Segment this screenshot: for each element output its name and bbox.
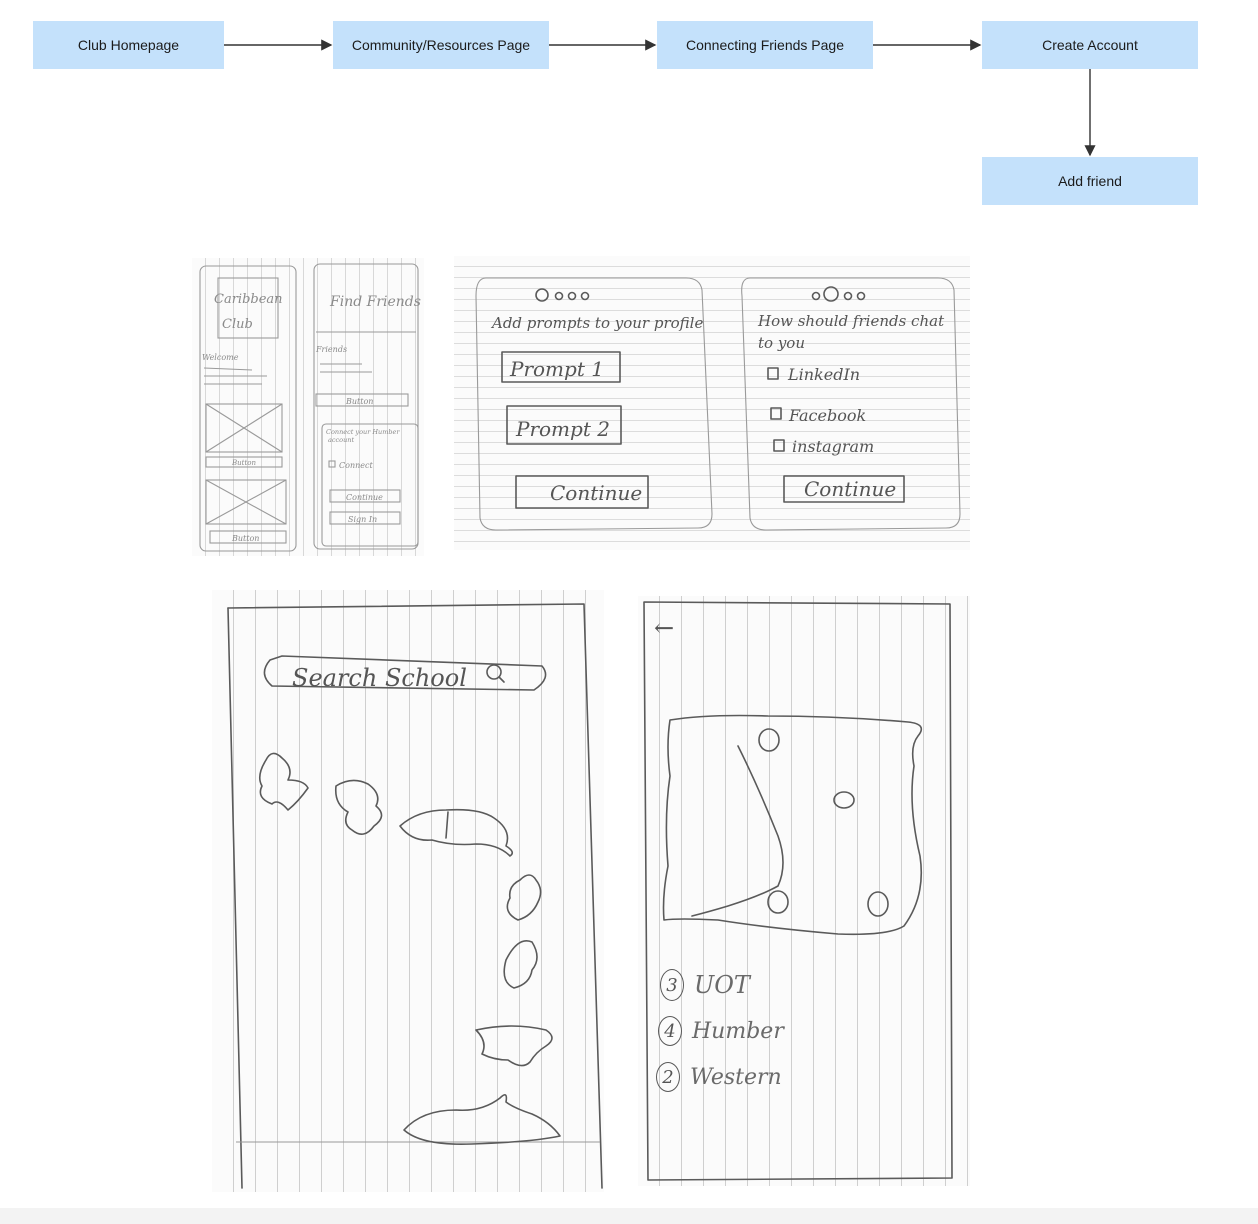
sketch-homepage-find-friends: Caribbean Club Welcome Button Button Fin… [192,258,424,556]
flow-node-create-account: Create Account [982,21,1198,69]
sketch-small-signin: Sign In [348,515,377,524]
sketch-prompt-1: Prompt 1 [509,357,604,381]
result-school-name: Western [690,1064,782,1090]
sketch-add-prompts-heading: Add prompts to your profile [490,314,703,332]
sketch-prompts-continue: Continue [550,481,642,505]
sketch-small-continue: Continue [346,493,383,502]
flow-node-club-homepage: Club Homepage [33,21,224,69]
sketch-result-list: 3 UOT 4 Humber 2 Western [656,962,910,1100]
sketch-caribbean-title-1: Caribbean [214,292,283,307]
sketch-option-linkedin: LinkedIn [787,365,860,384]
flow-node-add-friend: Add friend [982,157,1198,205]
result-count-badge: 4 [658,1016,682,1046]
sketch-chat-heading-1: How should friends chat [757,312,945,330]
list-item[interactable]: 4 Humber [658,1008,910,1054]
sketch-chat-continue: Continue [804,477,896,501]
sketch-prompt-2: Prompt 2 [515,417,610,441]
sketch-map-results: ← 3 UOT 4 Humber 2 Western [638,596,970,1186]
sketch-chat-heading-2: to you [758,334,805,352]
sketch-connect-humber-2: account [328,436,354,444]
sketch-option-facebook: Facebook [788,406,866,425]
canvas-bottom-strip [0,1208,1258,1224]
result-school-name: Humber [692,1018,784,1044]
sketch-map-search: Search School [212,590,604,1192]
sketch-left-button-2: Button [231,534,259,543]
flow-node-connecting-friends: Connecting Friends Page [657,21,873,69]
sketch-friends-label: Friends [315,345,347,354]
sketch-connect-humber-1: Connect your Humber [326,428,400,436]
sketch-search-placeholder: Search School [292,664,467,692]
sketch-option-instagram: instagram [792,437,874,456]
sketch-find-friends-title: Find Friends [329,294,421,310]
sketch-right-button: Button [345,397,373,406]
sketch-back-arrow[interactable]: ← [654,614,674,642]
sketch-welcome-label: Welcome [202,353,239,362]
sketch-prompts-chat: Add prompts to your profile Prompt 1 Pro… [454,256,970,550]
list-item[interactable]: 3 UOT [660,962,910,1008]
result-count-badge: 3 [660,969,684,1001]
list-item[interactable]: 2 Western [656,1054,910,1100]
sketch-connect-checkbox-label: Connect [339,461,373,470]
flow-node-community-resources: Community/Resources Page [333,21,549,69]
flow-arrows [224,39,1096,157]
result-count-badge: 2 [656,1062,680,1092]
sketch-caribbean-title-2: Club [222,317,253,332]
sketch-left-button-1: Button [231,459,256,467]
result-school-name: UOT [694,971,750,999]
